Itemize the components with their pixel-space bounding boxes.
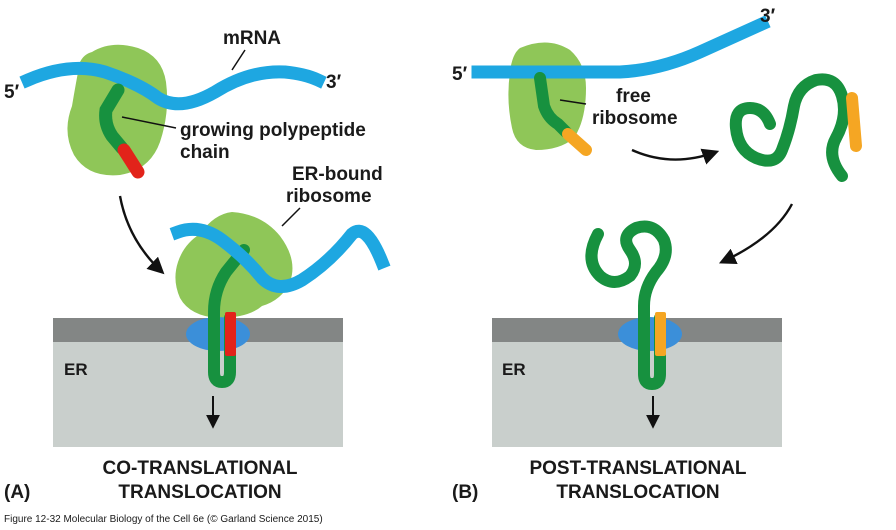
signal-sequence-a <box>117 143 145 179</box>
figure-caption: Figure 12-32 Molecular Biology of the Ce… <box>4 514 323 525</box>
five-prime-label-b: 5′ <box>452 64 468 85</box>
title-b-line2: TRANSLOCATION <box>556 482 719 503</box>
arrow-to-er-b <box>718 203 794 264</box>
er-lumen-a <box>53 342 343 447</box>
panel-b: 5′ 3′ free ribosome ER POST-TRANSLATIONA… <box>452 6 862 503</box>
five-prime-label-a: 5′ <box>4 82 20 103</box>
ribosome-top-a <box>67 44 168 176</box>
er-label-b: ER <box>502 360 526 379</box>
polypeptide-er-a <box>208 244 250 389</box>
three-prime-label-a: 3′ <box>326 72 342 93</box>
er-lumen-b <box>492 342 782 447</box>
er-ribosome-label-line1: ER-bound <box>292 164 383 185</box>
title-b-line1: POST-TRANSLATIONAL <box>529 458 746 479</box>
free-ribosome-leader-line <box>559 99 587 105</box>
arrow-to-released-chain <box>631 148 720 165</box>
title-a-line1: CO-TRANSLATIONAL <box>103 458 298 479</box>
polypeptide-chain-b <box>534 72 572 138</box>
er-ribosome-leader-line <box>281 207 301 227</box>
polypeptide-leader-line <box>121 116 177 129</box>
three-prime-label-b: 3′ <box>760 6 776 27</box>
mrna-strand-er-a <box>169 222 391 293</box>
title-a-line2: TRANSLOCATION <box>118 482 281 503</box>
mrna-label: mRNA <box>223 28 281 49</box>
signal-sequence-er-a <box>225 312 236 356</box>
signal-sequence-er-b <box>655 312 666 356</box>
polypeptide-er-b <box>585 220 672 391</box>
panel-a-letter: (A) <box>4 482 30 503</box>
mrna-leader-line <box>231 49 246 71</box>
mrna-strand-b <box>471 15 771 79</box>
polypeptide-label-line2: chain <box>180 142 230 163</box>
released-polypeptide <box>729 73 850 182</box>
polypeptide-chain-a <box>99 83 129 155</box>
free-ribosome-label-line2: ribosome <box>592 108 678 129</box>
signal-sequence-b <box>562 128 592 156</box>
er-label-a: ER <box>64 360 88 379</box>
mrna-strand-a <box>19 61 327 111</box>
er-ribosome-label-line2: ribosome <box>286 186 372 207</box>
panel-a: mRNA 5′ 3′ growing polypeptide chain ER … <box>4 28 391 503</box>
polypeptide-label-line1: growing polypeptide <box>180 120 366 141</box>
signal-sequence-released <box>846 92 862 152</box>
arrow-to-er-a <box>118 195 165 275</box>
panel-b-letter: (B) <box>452 482 478 503</box>
free-ribosome-label-line1: free <box>616 86 651 107</box>
